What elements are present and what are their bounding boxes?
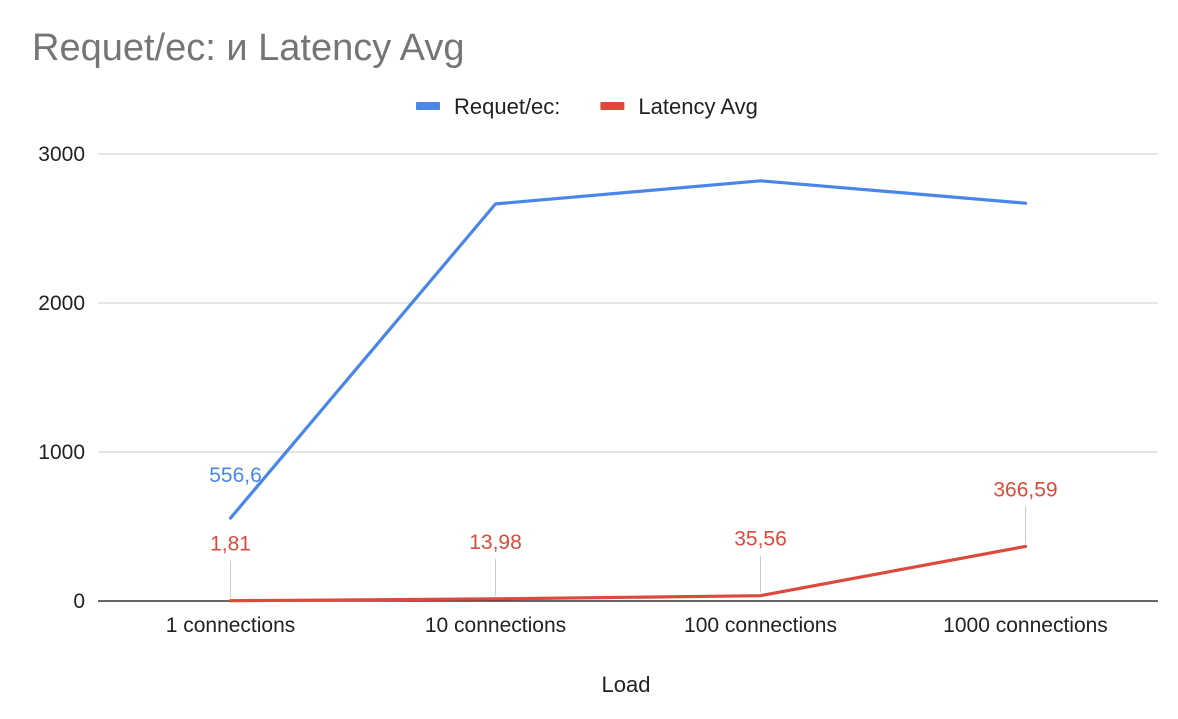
x-axis-title: Load <box>602 672 651 697</box>
x-tick-label: 1 connections <box>166 614 296 637</box>
chart-title: Requet/ec: и Latency Avg <box>32 27 464 69</box>
legend-label: Requet/ec: <box>454 94 560 119</box>
data-label: 35,56 <box>734 528 787 551</box>
data-label: 13,98 <box>469 531 522 554</box>
y-tick-label: 1000 <box>38 441 85 464</box>
x-tick-label: 1000 connections <box>943 614 1108 637</box>
data-labels: 556,6 1,81 13,98 35,56 366,59 <box>209 464 1057 556</box>
gridlines <box>98 153 1158 602</box>
y-tick-label: 3000 <box>38 143 85 166</box>
y-tick-label: 2000 <box>38 292 85 315</box>
series-line-1 <box>228 544 1028 603</box>
legend-label: Latency Avg <box>638 94 757 119</box>
series-lines <box>228 179 1028 603</box>
data-label: 1,81 <box>210 533 251 556</box>
x-tick-label: 100 connections <box>684 614 837 637</box>
data-label-leaders <box>230 506 1026 598</box>
legend-swatch <box>416 102 440 110</box>
x-tick-label: 10 connections <box>425 614 566 637</box>
data-label: 556,6 <box>209 464 262 487</box>
series-line-0 <box>228 179 1028 520</box>
x-axis-ticks: 1 connections 10 connections 100 connectio… <box>166 614 1108 637</box>
legend-swatch <box>600 102 625 110</box>
y-tick-label: 0 <box>73 590 85 613</box>
data-label: 366,59 <box>993 478 1057 501</box>
legend: Requet/ec: Latency Avg <box>416 94 758 119</box>
y-axis-ticks: 0 1000 2000 3000 <box>38 143 85 613</box>
